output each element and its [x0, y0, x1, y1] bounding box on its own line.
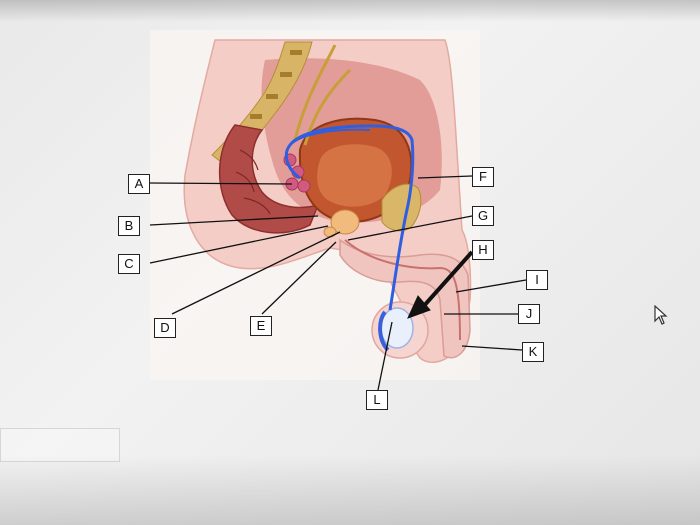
label-l: L [366, 390, 388, 410]
label-d: D [154, 318, 176, 338]
bladder-lumen [317, 144, 392, 206]
label-j: J [518, 304, 540, 324]
screen-bottom-shadow [0, 455, 700, 525]
label-g: G [472, 206, 494, 226]
label-f: F [472, 167, 494, 187]
label-a: A [128, 174, 150, 194]
label-i: I [526, 270, 548, 290]
label-b: B [118, 216, 140, 236]
label-c: C [118, 254, 140, 274]
label-k: K [522, 342, 544, 362]
mouse-cursor-icon [654, 305, 668, 325]
label-e: E [250, 316, 272, 336]
label-h: H [472, 240, 494, 260]
